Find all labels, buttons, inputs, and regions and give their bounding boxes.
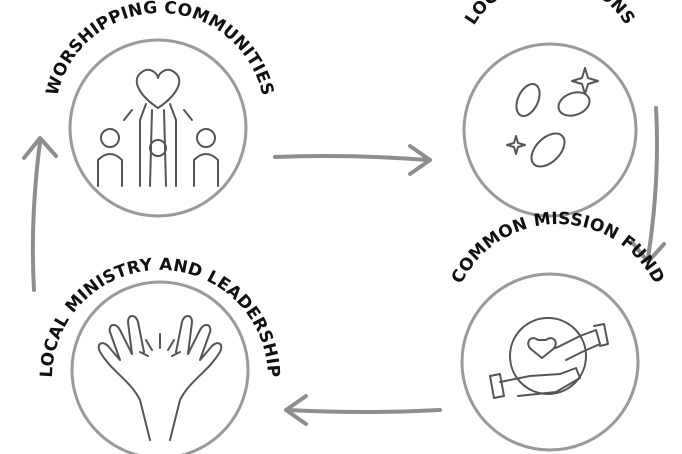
arrow-ministry-to-worship	[30, 140, 42, 292]
arrowhead-ministry-to-worship	[22, 136, 58, 160]
arrow-worship-to-donations	[273, 154, 430, 162]
heart-community-icon	[97, 68, 219, 187]
node-label-donations: LOCAL DONATIONS	[461, 0, 638, 29]
arrow-fund-to-ministry	[286, 408, 442, 414]
open-hands-icon	[97, 315, 223, 441]
arrow-donations-to-fund	[646, 106, 659, 260]
arrowhead-fund-to-ministry	[284, 394, 308, 426]
node-local-ministry-leadership: LOCAL MINISTRY AND LEADERSHIP	[37, 255, 283, 454]
node-ring	[462, 42, 638, 218]
arrowhead-worship-to-donations	[408, 144, 432, 176]
giving-hand-icon	[489, 317, 609, 399]
node-common-mission-fund: COMMON MISSION FUND	[448, 209, 668, 452]
node-local-donations: LOCAL DONATIONS	[461, 0, 639, 218]
coins-icon	[506, 67, 599, 168]
node-ring	[70, 280, 250, 454]
node-ring	[68, 38, 248, 218]
node-ring	[460, 272, 640, 452]
node-worshipping-communities: WORSHIPPING COMMUNITIES	[42, 0, 277, 218]
arrowhead-donations-to-fund	[630, 240, 666, 264]
